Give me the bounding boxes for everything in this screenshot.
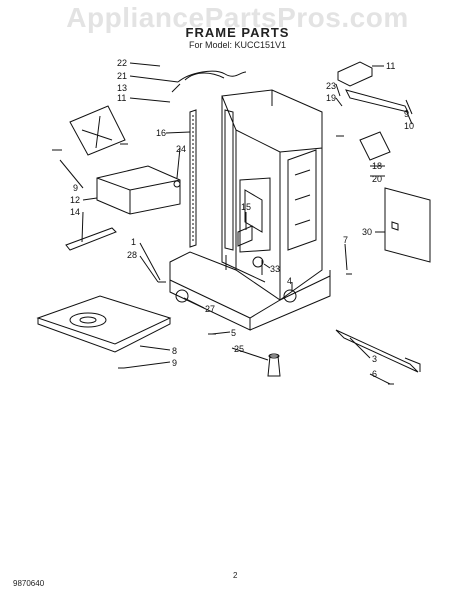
- shield-panel: [96, 165, 181, 215]
- plug-button: [173, 180, 181, 188]
- callout: 23: [326, 81, 336, 91]
- model-label: For Model: KUCC151V1: [188, 40, 287, 50]
- watermark: AppliancePartsPros.com: [66, 2, 409, 33]
- page-number: 2: [233, 571, 238, 580]
- callout: 28: [127, 250, 137, 260]
- callout: 11: [117, 93, 126, 103]
- mounting-block: [237, 225, 253, 247]
- power-cord: [171, 70, 247, 93]
- cabinet-frame: [169, 89, 331, 331]
- callout: 30: [362, 227, 372, 237]
- callout: 3: [372, 354, 377, 364]
- document-number: 9870640: [13, 579, 45, 588]
- caster-wheel: [283, 289, 297, 303]
- callout: 27: [205, 304, 215, 314]
- leveling-leg: [267, 353, 281, 377]
- callout: 5: [231, 328, 236, 338]
- top-right-hinge: [337, 61, 409, 113]
- diagram-title: FRAME PARTS: [185, 25, 290, 40]
- callout: 6: [372, 369, 377, 379]
- callout: 1: [131, 237, 136, 247]
- callout: 9: [73, 183, 78, 193]
- callout: 24: [176, 144, 186, 154]
- callout: 11: [386, 61, 395, 71]
- callout: 9: [172, 358, 177, 368]
- callout: 15: [241, 202, 251, 212]
- caster-wheel: [175, 289, 189, 303]
- callout-labels: 22 21 13 11 23 19 11 9 10 16 24 9 12 14 …: [70, 58, 414, 379]
- callout: 8: [172, 346, 177, 356]
- side-panel: [384, 187, 431, 263]
- leader-lines: [59, 62, 413, 385]
- callout: 22: [117, 58, 127, 68]
- callout: 12: [70, 195, 80, 205]
- callout: 19: [326, 93, 336, 103]
- trim-strip: [189, 109, 197, 248]
- callout: 13: [117, 83, 127, 93]
- bottom-rail: [335, 329, 421, 373]
- callout: 25: [234, 344, 244, 354]
- mounting-rail: [65, 227, 117, 251]
- callout: 18: [372, 161, 382, 171]
- callout: 7: [343, 235, 348, 245]
- pivot-bushing: [252, 256, 264, 268]
- callout: 33: [270, 264, 280, 274]
- callout: 4: [287, 276, 292, 286]
- latch-bracket: [359, 131, 391, 161]
- base-pan: [36, 295, 172, 353]
- callout: 16: [156, 128, 166, 138]
- callout: 21: [117, 71, 127, 81]
- callout: 10: [404, 121, 414, 131]
- callout: 9: [404, 109, 409, 119]
- screw-fasteners: [52, 135, 394, 385]
- callout: 20: [372, 174, 382, 184]
- top-left-bracket: [69, 105, 126, 156]
- callout: 14: [70, 207, 80, 217]
